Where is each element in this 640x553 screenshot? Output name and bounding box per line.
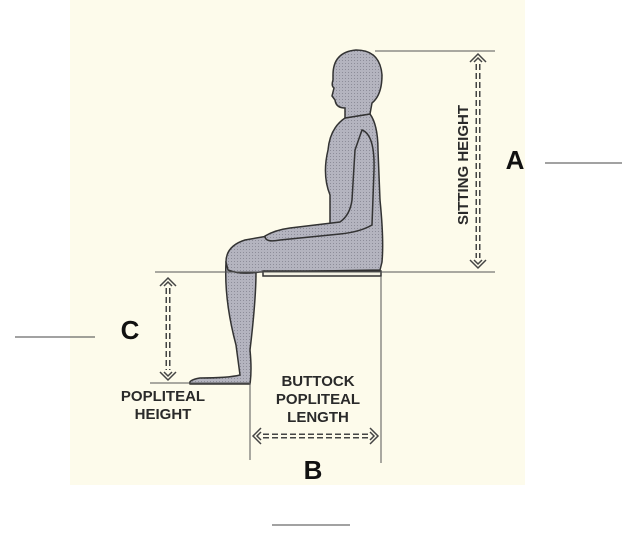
label-a: A (506, 145, 525, 175)
seat (262, 270, 382, 277)
lower-leg (188, 260, 257, 385)
label-c: C (121, 315, 140, 345)
buttock-label-line3: LENGTH (287, 409, 349, 426)
arm (264, 129, 375, 242)
label-b: B (304, 455, 323, 485)
buttock-label-line1: BUTTOCK (281, 373, 354, 390)
dimension-arrows (159, 52, 487, 445)
popliteal-height-label-line1: POPLITEAL (121, 388, 205, 405)
sitting-height-label: SITTING HEIGHT (455, 105, 472, 225)
buttock-popliteal-length-arrow (251, 427, 380, 445)
sitting-height-arrow (469, 52, 487, 270)
popliteal-height-label-line2: HEIGHT (135, 406, 192, 423)
buttock-label-line2: POPLITEAL (276, 391, 360, 408)
seated-human-figure (188, 49, 384, 385)
reference-lines (150, 50, 495, 463)
popliteal-height-arrow (159, 276, 177, 382)
head (331, 49, 383, 119)
